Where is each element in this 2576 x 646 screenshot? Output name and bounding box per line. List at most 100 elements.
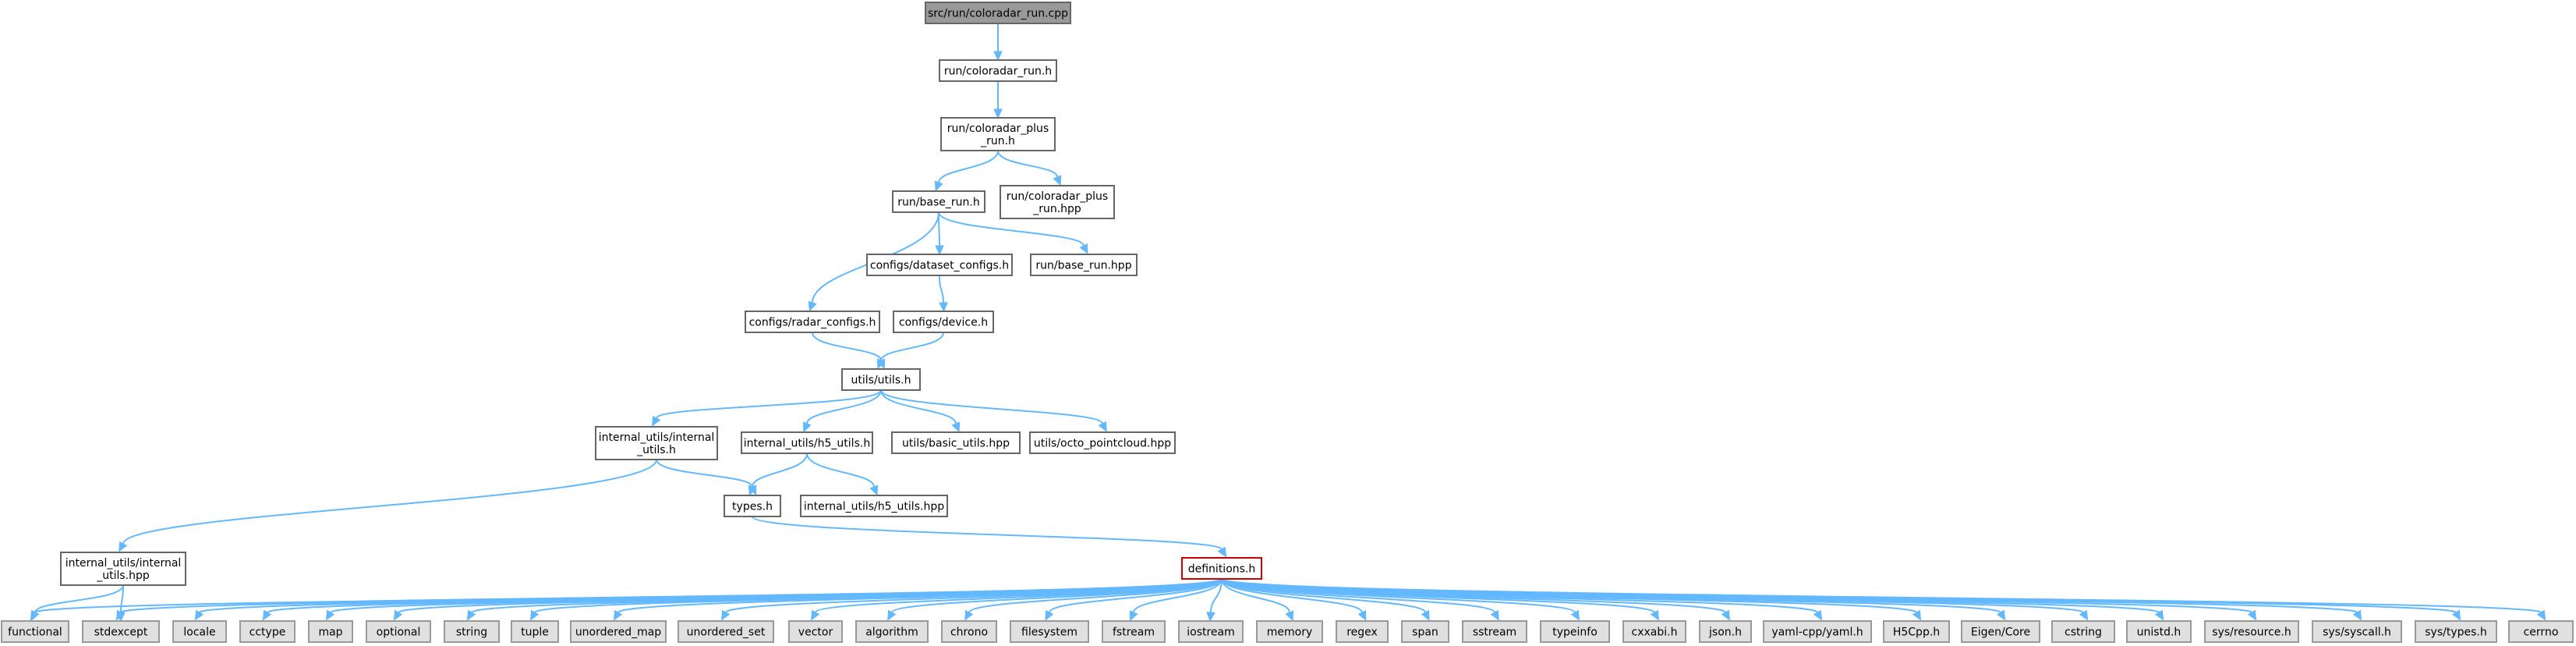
edge-n_defs-to-l_iostream <box>1206 578 1223 623</box>
edge-n_iuh-to-n_iuhpp <box>119 459 657 552</box>
node-n-utils[interactable]: utils/utils.h <box>841 368 921 391</box>
node-box <box>2508 620 2574 643</box>
node-label: tuple <box>521 626 549 639</box>
edge-arrowhead <box>1285 610 1294 622</box>
node-label: unordered_set <box>687 626 766 639</box>
node-label: typeinfo <box>1552 626 1598 639</box>
node-label: string <box>456 626 487 639</box>
edge-n_h5h-to-n_h5hpp <box>806 453 879 496</box>
node-box <box>1401 620 1449 643</box>
node-label: chrono <box>950 626 988 639</box>
node-l-locale: locale <box>172 620 227 643</box>
edge-n_defs-to-l_algorithm <box>887 578 1223 621</box>
edge-line <box>812 332 882 361</box>
node-label: yaml-cpp/yaml.h <box>1771 626 1863 639</box>
node-label: sys/syscall.h <box>2323 626 2391 639</box>
node-n-h5h[interactable]: internal_utils/h5_utils.h <box>741 431 873 454</box>
edge-arrowhead <box>1490 609 1499 621</box>
edge-arrowhead <box>1421 609 1430 621</box>
node-box <box>2051 620 2115 643</box>
node-n-base[interactable]: run/base_run.h <box>892 190 985 213</box>
node-box <box>1540 620 1610 643</box>
edge-n_defs-to-l_filesystem <box>1045 578 1223 621</box>
node-l-vector: vector <box>788 620 843 643</box>
node-label: internal_utils/internal <box>599 431 715 444</box>
node-l-chrono: chrono <box>941 620 997 643</box>
edge-n_utils-to-n_basic <box>880 389 961 433</box>
node-label: json.h <box>1708 626 1742 639</box>
node-l-eigen: Eigen/Core <box>1961 620 2040 643</box>
node-n-types[interactable]: types.h <box>724 495 781 517</box>
edge-line <box>938 211 1085 247</box>
edge-arrowhead <box>939 302 948 313</box>
node-l-filesystem: filesystem <box>1010 620 1089 643</box>
edge-line <box>122 459 657 545</box>
edge-arrowhead <box>935 245 944 256</box>
node-box <box>308 620 353 643</box>
edge-arrowhead <box>119 541 128 552</box>
node-l-systypes: sys/types.h <box>2415 620 2497 643</box>
node-box <box>60 552 186 586</box>
edge-arrowhead <box>262 609 272 621</box>
node-label: run/coloradar_plus <box>1007 190 1108 203</box>
edge-line <box>120 584 124 613</box>
node-n-basehpp[interactable]: run/base_run.hpp <box>1030 254 1138 276</box>
edge-arrowhead <box>934 180 943 192</box>
node-label: configs/dataset_configs.h <box>870 260 1009 272</box>
node-box <box>1029 431 1176 454</box>
node-label: iostream <box>1187 626 1235 639</box>
node-box <box>1030 254 1138 276</box>
node-label: algorithm <box>865 626 918 639</box>
node-label: map <box>318 626 342 639</box>
node-box <box>1462 620 1527 643</box>
edge-arrowhead <box>115 609 126 621</box>
node-label: filesystem <box>1021 626 1077 639</box>
node-label: run/base_run.hpp <box>1035 260 1131 272</box>
node-label: memory <box>1267 626 1313 639</box>
node-box <box>800 495 948 517</box>
edge-arrowhead <box>1129 610 1138 622</box>
node-l-resource: sys/resource.h <box>2204 620 2299 643</box>
node-label: utils/utils.h <box>851 374 911 387</box>
node-label: run/base_run.h <box>897 197 979 209</box>
node-n-plushpp[interactable]: run/coloradar_plus_run.hpp <box>1000 185 1115 219</box>
node-n-root[interactable]: src/run/coloradar_run.cpp <box>925 2 1071 24</box>
node-n-h5hpp[interactable]: internal_utils/h5_utils.hpp <box>800 495 948 517</box>
edge-n_h5h-to-n_types <box>748 453 808 496</box>
node-label: optional <box>377 626 421 639</box>
node-box <box>941 620 997 643</box>
edge-n_defs-to-l_memory <box>1221 578 1294 622</box>
node-n-iuh[interactable]: internal_utils/internal_utils.h <box>595 426 718 460</box>
edge-arrowhead <box>466 609 476 621</box>
node-n-iuhpp[interactable]: internal_utils/internal_utils.hpp <box>60 552 186 586</box>
node-label: unordered_map <box>575 626 661 639</box>
node-label: internal_utils/internal <box>65 557 182 570</box>
edge-line <box>968 578 1223 613</box>
node-n-device[interactable]: configs/device.h <box>893 311 994 333</box>
edge-line <box>1221 578 1363 613</box>
node-box <box>893 311 994 333</box>
node-box <box>892 190 985 213</box>
edge-n_iuhpp-to-l_functional <box>30 584 124 622</box>
node-n-run[interactable]: run/coloradar_run.h <box>939 59 1057 82</box>
node-n-plus[interactable]: run/coloradar_plus_run.h <box>940 117 1056 151</box>
edge-line <box>1049 578 1223 613</box>
node-n-radar[interactable]: configs/radar_configs.h <box>745 311 880 333</box>
node-n-basic[interactable]: utils/basic_utils.hpp <box>891 431 1021 454</box>
edge-n_root-to-n_run <box>993 23 1003 62</box>
node-box <box>1181 557 1262 580</box>
edge-arrowhead <box>876 358 886 370</box>
node-box <box>1763 620 1872 643</box>
node-box <box>1883 620 1950 643</box>
node-n-dataset[interactable]: configs/dataset_configs.h <box>866 254 1013 276</box>
node-n-defs[interactable]: definitions.h <box>1181 557 1262 580</box>
edge-arrowhead <box>1098 421 1107 432</box>
node-label: src/run/coloradar_run.cpp <box>928 8 1068 20</box>
edge-line <box>939 275 944 303</box>
node-n-octo[interactable]: utils/octo_pointcloud.hpp <box>1029 431 1176 454</box>
node-box <box>366 620 431 643</box>
edge-line <box>752 453 808 488</box>
edge-arrowhead <box>964 609 974 621</box>
node-label: _run.hpp <box>1032 203 1081 215</box>
